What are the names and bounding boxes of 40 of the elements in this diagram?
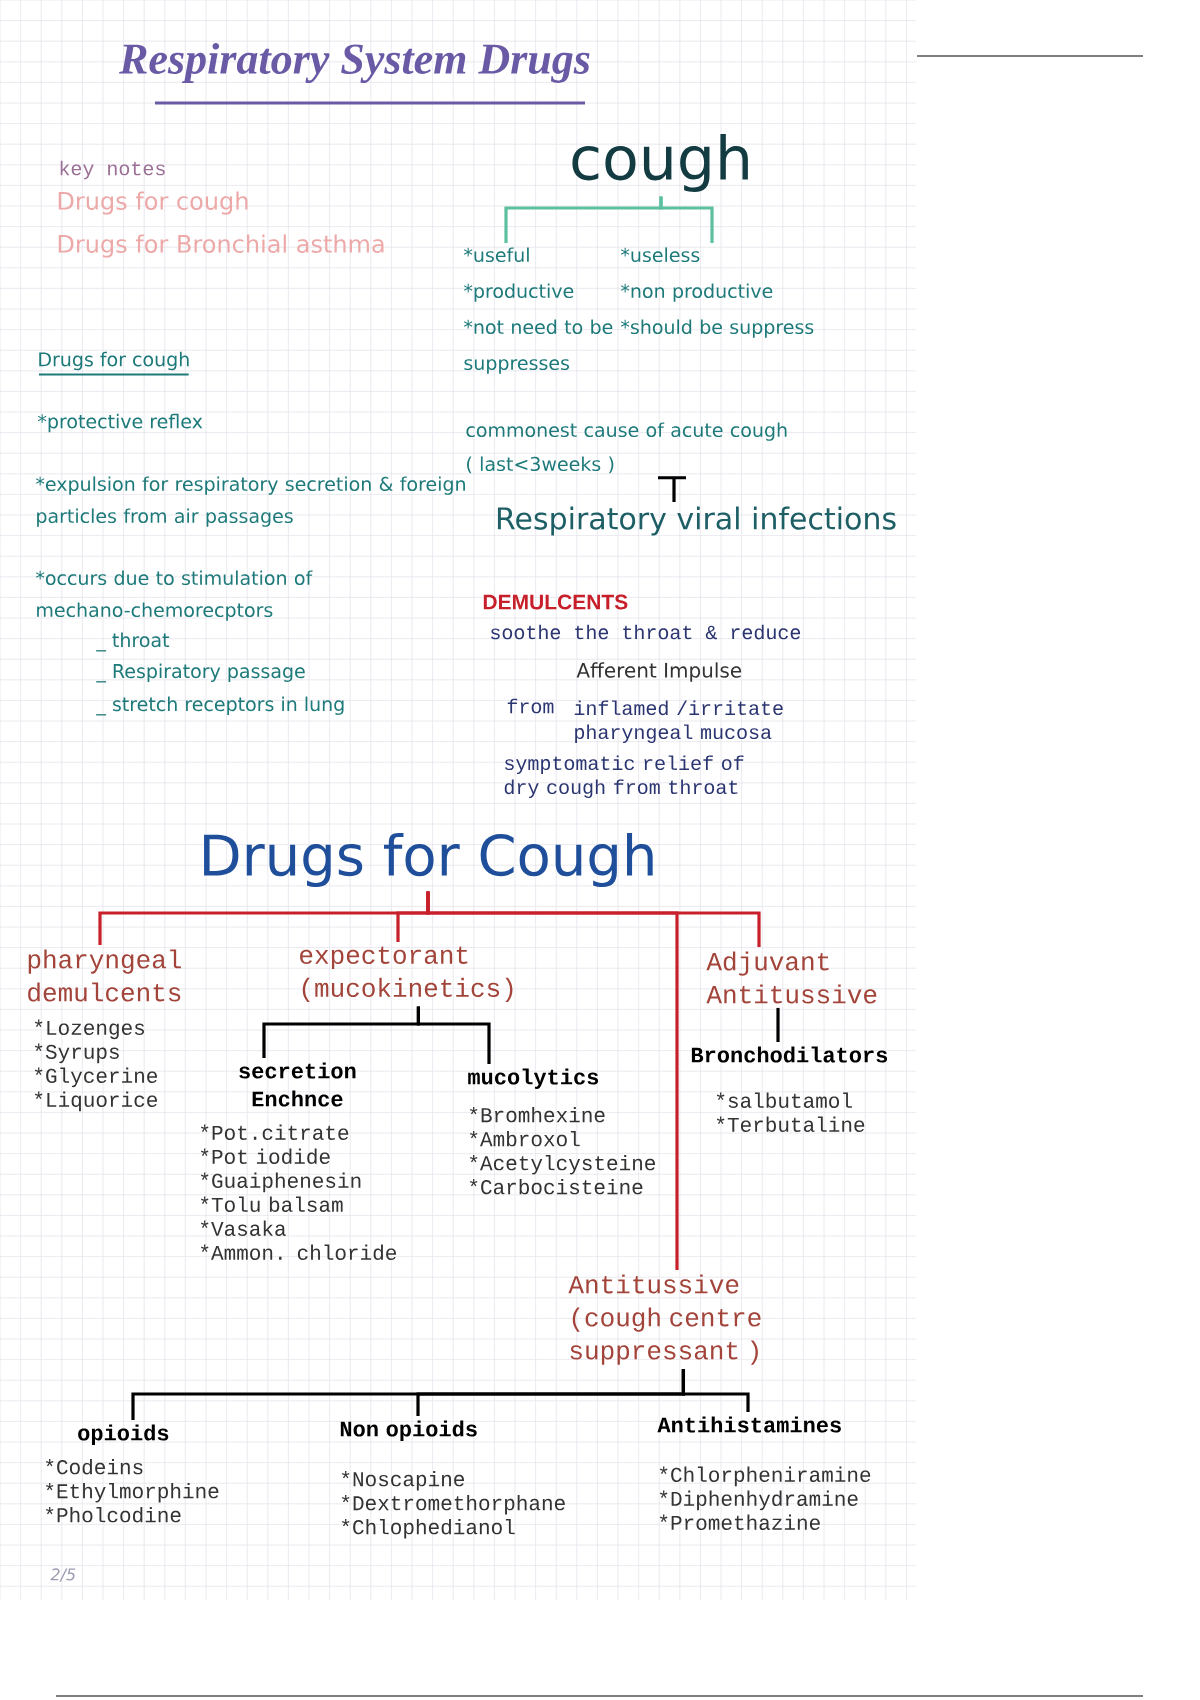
category-heading: Antitussive (cough centre suppressant ) [568,1274,761,1365]
note-text: *protective reflex [37,413,203,433]
note-text: *expulsion for respiratory secretion & foreign particles from air passages [35,476,465,527]
bullet-list: *useless *non productive *should be suppress [620,247,814,338]
note-text: from [507,698,554,714]
category-heading: expectorant (mucokinetics) [300,946,513,1003]
note-text: inflamed /irritate pharyngeal mucosa [574,700,783,744]
connector-line [426,891,761,947]
category-list: Non opioids *Noscapine *Dextromethorphane *Chlophedianol [340,1420,565,1539]
category-heading: Adjuvant Antitussive [706,951,877,1004]
connector-line [659,196,714,243]
note-text: symptomatic relief of dry cough from throat [504,755,744,799]
connector-line [776,1007,780,1042]
note-text: Afferent Impulse [576,662,742,682]
section-heading: Drugs for cough [38,351,190,376]
note-text: _ stretch receptors in lung [96,696,344,716]
note-text: _ throat [96,632,170,652]
note-text: Respiratory viral infections [497,506,896,536]
connector-line [416,1006,491,1064]
category-list: opioids *Codeins *Ethylmorphine *Pholcodine [45,1424,219,1523]
note-heading: key notes [60,160,165,180]
note-text: *occurs due to stimulation of mechano-chemorecptors [35,570,313,621]
connector-line [658,476,688,503]
note-text: soothe the throat & reduce [491,624,801,640]
note-text: _ Respiratory passage [96,663,305,683]
category-list: mucolytics *Bromhexine *Ambroxol *Acetylcysteine *Carbocisteine [468,1068,655,1195]
topic-heading: cough [572,134,748,193]
category-list: pharyngeal demulcents *Lozenges *Syrups *Glycerine *Liquorice [28,949,181,1112]
note-text: Drugs for Bronchial asthma [58,234,384,258]
note-text: commonest cause of acute cough ( last<3weeks ) [466,422,787,474]
page-number: 2/5 [50,1568,76,1582]
title: Respiratory System Drugs [119,43,590,105]
category-list: Antihistamines *Chlorpheniramine *Diphenhydramine *Promethazine [657,1416,871,1530]
category-list: Bronchodilators *salbutamol *Terbutaline [691,1046,888,1132]
connector-line [681,1369,750,1412]
note-text: Drugs for cough [58,191,248,215]
chart-heading: Drugs for Cough [204,832,653,888]
category-list: secretion Enchnce *Pot.citrate *Pot iodide *Guaiphenesin *Tolu balsam *Vasaka *Ammon. chloride [200,1062,396,1261]
bullet-list: *useful *productive *not need to be suppresses [463,247,613,374]
note-heading: DEMULCENTS [483,594,628,610]
